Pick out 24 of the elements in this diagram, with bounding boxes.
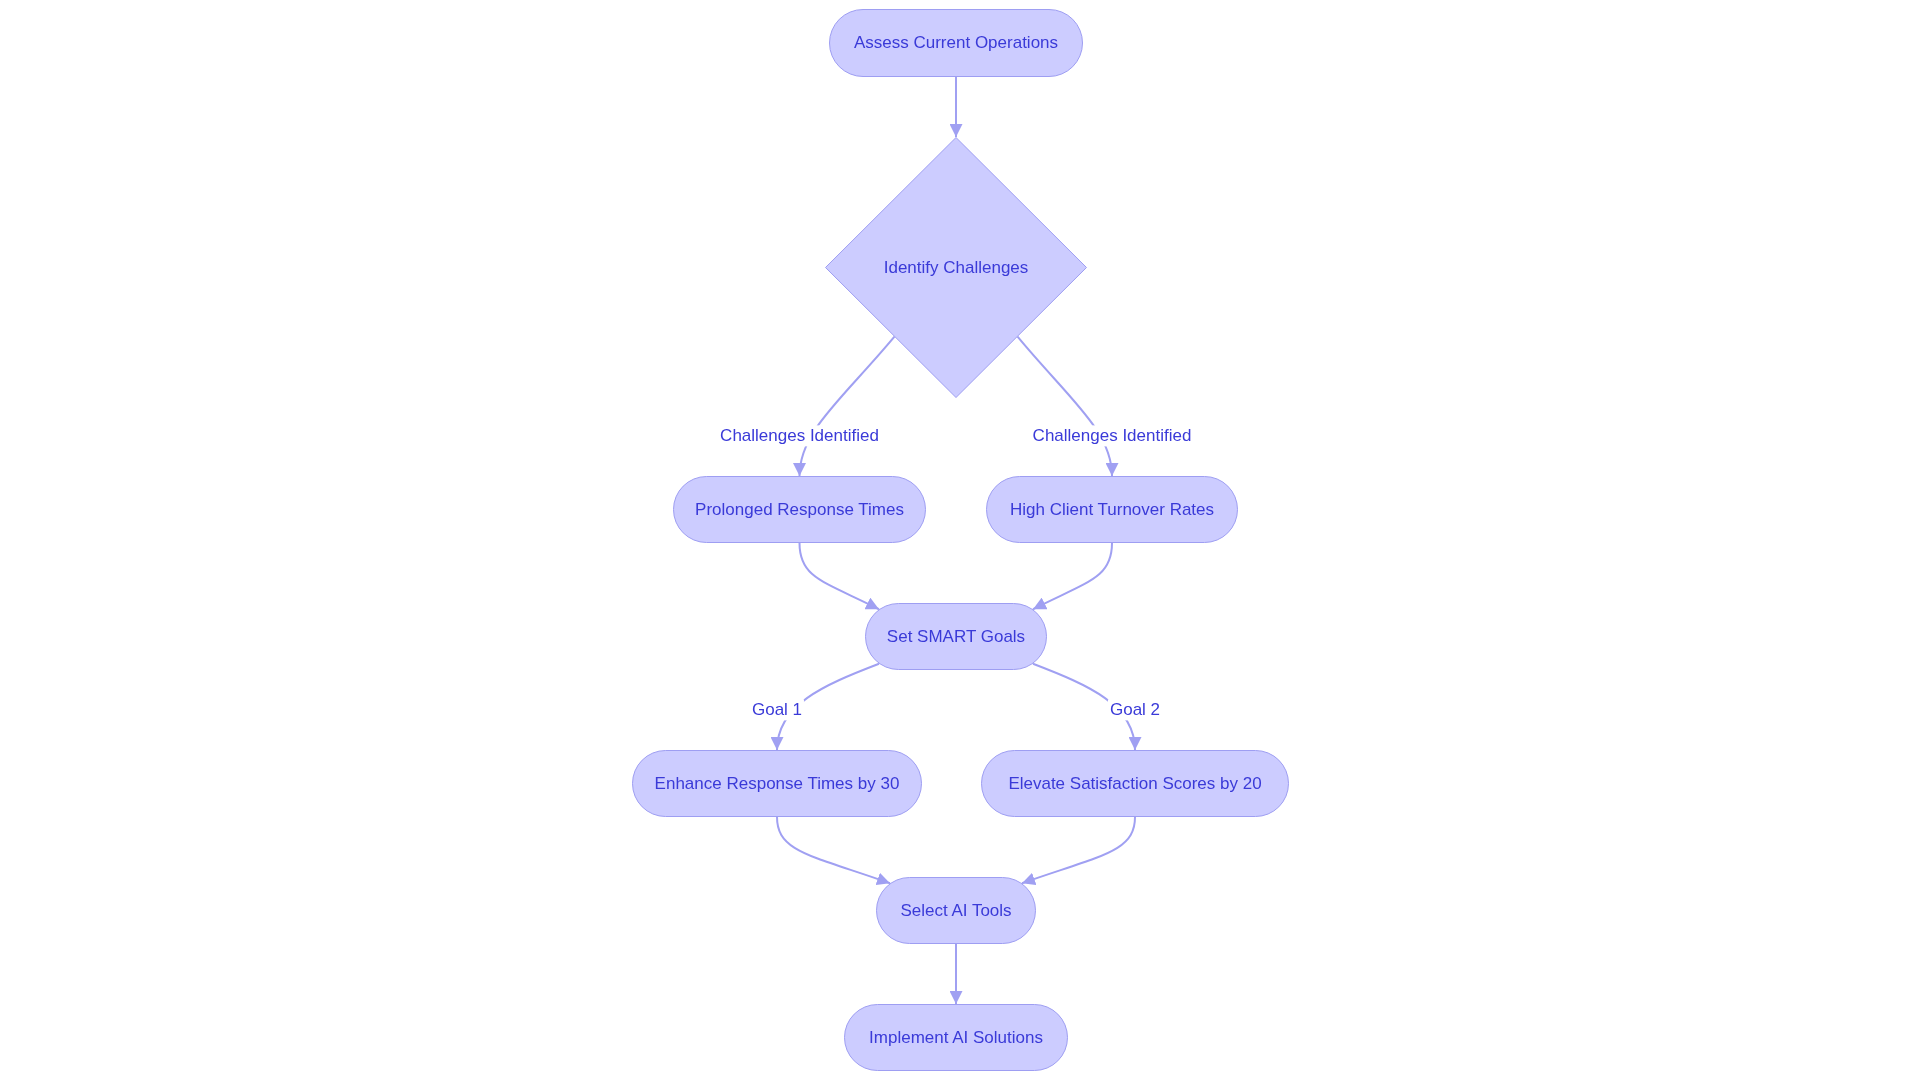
edge-label: Challenges Identified: [718, 425, 881, 447]
edge-label: Goal 2: [1107, 699, 1163, 721]
node-label: Set SMART Goals: [886, 625, 1026, 648]
node-label: Select AI Tools: [900, 899, 1012, 922]
node-label: Implement AI Solutions: [869, 1026, 1043, 1049]
arrow: [1016, 335, 1118, 477]
arrow: [776, 816, 891, 886]
arrow: [949, 943, 963, 1005]
node-label: Assess Current Operations: [853, 32, 1059, 54]
arrow: [1032, 542, 1113, 611]
process-box: [865, 603, 1047, 670]
process-box: [876, 877, 1036, 944]
arrow: [949, 76, 963, 138]
edge-label: Goal 1: [749, 699, 805, 721]
node-label: High Client Turnover Rates: [1009, 498, 1215, 521]
node-label: Enhance Response Times by 30: [654, 772, 900, 795]
arrow: [798, 542, 880, 611]
arrow: [1021, 816, 1136, 886]
node-label: Identify Challenges: [883, 256, 1029, 279]
arrow: [794, 335, 896, 477]
node-label: Prolonged Response Times: [695, 498, 904, 521]
edge-label: Challenges Identified: [1030, 425, 1194, 447]
node-label: Elevate Satisfaction Scores by 20: [1008, 772, 1262, 795]
decision-diamond: [825, 137, 1087, 398]
